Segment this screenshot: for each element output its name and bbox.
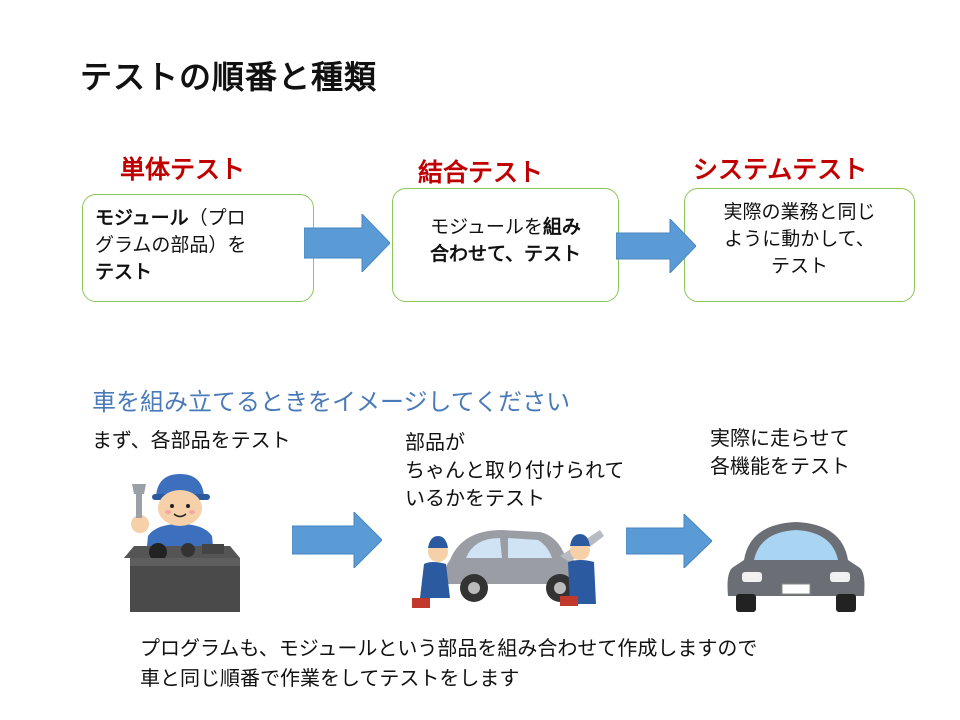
step-2-line-3: いるかをテスト <box>405 486 545 510</box>
step-2-line-2: ちゃんと取り付けられて <box>405 458 625 482</box>
stage-title-integration-test: 結合テスト <box>418 158 544 187</box>
footer-line-1: プログラムも、モジュールという部品を組み合わせて作成しますので <box>140 636 758 660</box>
system-desc-3: テスト <box>770 255 828 277</box>
finished-car-illustration <box>727 522 865 612</box>
stage-box-unit-test: モジュール（プロ グラムの部品）を テスト <box>82 194 314 302</box>
arrow-right-icon <box>616 219 696 273</box>
unit-test-module-text: モジュール <box>95 207 189 229</box>
system-desc-1: 実際の業務と同じ <box>723 201 876 223</box>
system-desc-2: ように動かして、 <box>724 228 875 250</box>
step-3-line-2: 各機能をテスト <box>710 454 850 478</box>
arrow-right-icon <box>304 214 390 272</box>
stage-box-system-test: 実際の業務と同じ ように動かして、 テスト <box>684 188 915 302</box>
stage-box-integration-test: モジュールを組み 合わせて、テスト <box>392 188 619 302</box>
arrow-right-icon <box>626 514 712 568</box>
step-3-line-1: 実際に走らせて <box>710 426 850 450</box>
step-caption-1: まず、各部品をテスト <box>92 426 291 454</box>
step-1-line-1: まず、各部品をテスト <box>92 428 291 452</box>
integration-desc-bold-2: 合わせて、テスト <box>429 243 582 265</box>
integration-desc-1: モジュールを <box>430 216 543 238</box>
step-caption-2: 部品が ちゃんと取り付けられて いるかをテスト <box>405 428 624 512</box>
stage-title-unit-test: 単体テスト <box>120 155 246 184</box>
unit-test-desc-1: （プロ <box>188 207 246 229</box>
unit-test-test-text: テスト <box>95 261 153 283</box>
footer-line-2: 車と同じ順番で作業をしてテストをします <box>140 666 520 690</box>
step-caption-3: 実際に走らせて 各機能をテスト <box>710 424 850 480</box>
stage-title-system-test: システムテスト <box>693 155 868 184</box>
mechanic-with-parts-illustration <box>124 474 240 612</box>
analogy-heading: 車を組み立てるときをイメージしてください <box>92 388 571 416</box>
step-2-line-1: 部品が <box>405 430 465 454</box>
integration-desc-bold-1: 組み <box>542 216 581 238</box>
unit-test-desc-2: グラムの部品）を <box>95 234 247 256</box>
arrow-right-icon <box>292 512 382 568</box>
page-title: テストの順番と種類 <box>80 58 378 96</box>
footer-text: プログラムも、モジュールという部品を組み合わせて作成しますので 車と同じ順番で作… <box>140 633 757 693</box>
mechanics-assembling-car-illustration <box>412 530 604 608</box>
